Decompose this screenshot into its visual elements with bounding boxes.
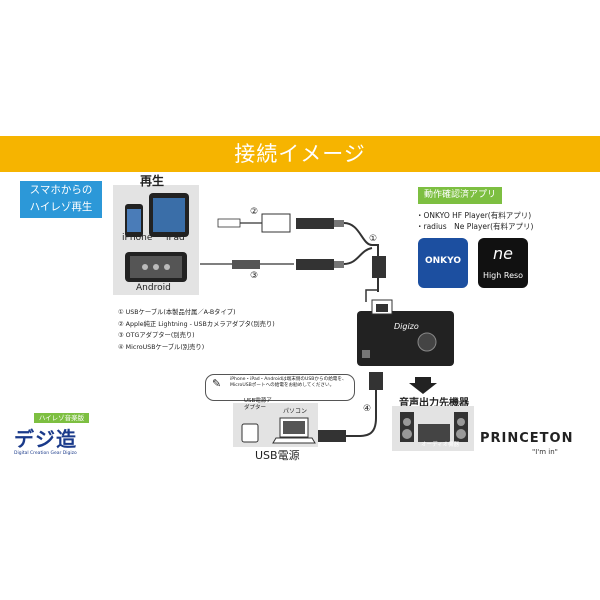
hires-app-icon: ne High Reso [478, 238, 528, 288]
list-text: Apple純正 Lightning - USBカメラアダプタ(別売り) [125, 320, 275, 328]
audio-device-label: オーディオ機器 [421, 442, 460, 448]
speakers-illustration [400, 412, 468, 442]
supported-apps-title: 動作確認済アプリ [418, 187, 502, 204]
step-3-marker: ③ [250, 271, 259, 281]
playback-label: 再生 [140, 174, 165, 188]
princeton-tagline: "I'm in" [532, 448, 558, 456]
power-note: ✎ iPhone・iPad・Androidは端末側のUSBからの給電を、Micr… [205, 374, 355, 401]
list-number: ④ [118, 343, 124, 351]
step-2-marker: ② [250, 207, 259, 217]
note-text: iPhone・iPad・Androidは端末側のUSBからの給電を、MicroU… [230, 377, 347, 388]
banner-title: 接続イメージ [234, 142, 366, 166]
device-brand: Digizo [394, 322, 419, 331]
list-text: MicroUSBケーブル(別売り) [125, 343, 205, 351]
logo-band: ハイレゾ音楽版 [34, 413, 89, 423]
list-number: ② [118, 320, 124, 328]
list-number: ① [118, 309, 124, 316]
smartphone-hires-tag: スマホからの ハイレゾ再生 [20, 181, 102, 218]
list-text: OTGアダプター(別売り) [125, 332, 195, 339]
app-line-radius: ・radius Ne Player(有料アプリ) [416, 222, 534, 231]
title-banner: 接続イメージ [0, 136, 600, 172]
logo-subtext: Digital Creation Gear Digizo [14, 451, 77, 456]
usb-power-title: USB電源 [255, 449, 300, 462]
tag-line-1: スマホからの [29, 184, 93, 196]
list-text: USBケーブル(本製品付属／A-Bタイプ) [125, 309, 236, 316]
list-number: ③ [118, 332, 124, 339]
step-1-marker: ① [369, 234, 378, 244]
app-line-onkyo: ・ONKYO HF Player(有料アプリ) [416, 211, 532, 220]
onkyo-app-icon: ONKYO [418, 238, 468, 288]
usb-power-devices [241, 417, 316, 444]
ne-mark-icon: ne [493, 244, 513, 263]
usb-adapter-label: USB電源アダプター [244, 398, 272, 411]
android-tablet-illustration [125, 252, 187, 282]
pencil-icon: ✎ [212, 377, 222, 390]
iphone-label: iPhone [122, 233, 153, 243]
step-4-marker: ④ [363, 404, 372, 414]
ios-devices-illustration [125, 193, 189, 237]
cable-list-item-2: ② Apple純正 Lightning - USBカメラアダプタ(別売り) [118, 319, 275, 331]
logo-main-text: デジ造 [14, 427, 77, 451]
android-label: Android [136, 283, 171, 293]
audio-output-title: 音声出力先機器 [399, 398, 469, 409]
tag-line-2: ハイレゾ再生 [29, 201, 93, 213]
pc-label: パソコン [283, 408, 308, 415]
onkyo-logo-text: ONKYO [424, 256, 461, 266]
cable-list-item-4: ④ MicroUSBケーブル(別売り) [118, 342, 275, 354]
princeton-logo: PRINCETON [480, 431, 574, 446]
ipad-label: iPad [166, 233, 185, 243]
hires-logo-text: High Reso [482, 271, 524, 280]
cable-list-item-1: ① USBケーブル(本製品付属／A-Bタイプ) [118, 307, 275, 319]
cable-list-item-3: ③ OTGアダプター(別売り) [118, 330, 275, 342]
cable-list: ① USBケーブル(本製品付属／A-Bタイプ) ② Apple純正 Lightn… [118, 307, 275, 353]
